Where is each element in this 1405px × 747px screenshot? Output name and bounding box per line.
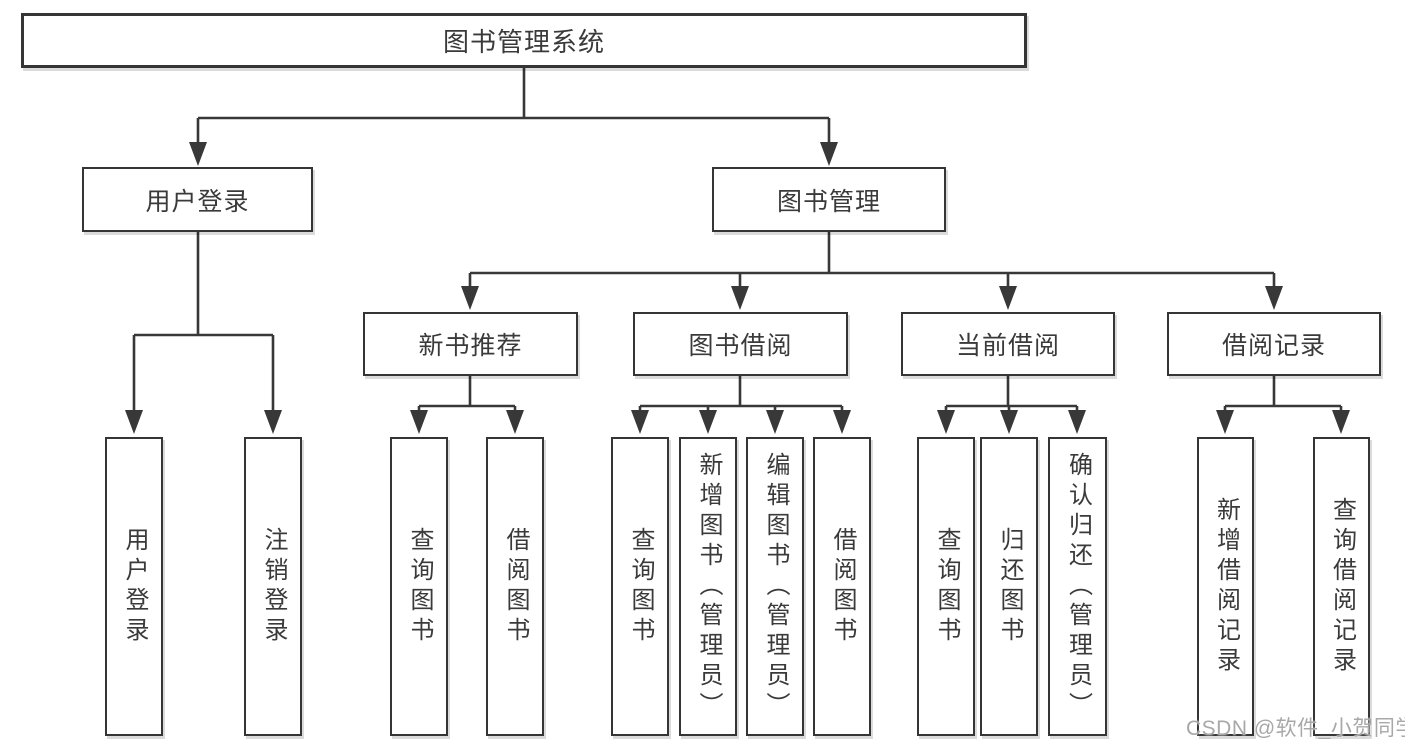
leaf-logout: 注销登录	[244, 437, 302, 736]
leaf-query-book: 查询图书	[390, 437, 448, 736]
node-book-borrowing: 图书借阅	[633, 312, 848, 376]
node-borrowing-records: 借阅记录	[1167, 312, 1381, 376]
leaf-borrow-book: 借阅图书	[486, 437, 544, 736]
leaf-add-book-admin: 新增图书（管理员）	[679, 437, 737, 736]
leaf-query-book: 查询图书	[917, 437, 975, 736]
arrowheads	[125, 142, 1350, 434]
watermark-text: CSDN @软件_小贺同学	[1186, 717, 1405, 740]
leaf-confirm-return-admin: 确认归还（管理员）	[1048, 437, 1107, 736]
node-new-book-recommend: 新书推荐	[363, 312, 578, 376]
leaf-borrow-book: 借阅图书	[813, 437, 871, 736]
leaf-query-book: 查询图书	[611, 437, 669, 736]
leaf-user-login: 用户登录	[105, 437, 163, 736]
node-user-login: 用户登录	[82, 167, 313, 232]
node-book-management: 图书管理	[712, 167, 946, 232]
leaf-query-borrow-record: 查询借阅记录	[1313, 437, 1370, 736]
node-current-borrowing: 当前借阅	[901, 312, 1115, 376]
leaf-edit-book-admin: 编辑图书（管理员）	[746, 437, 804, 736]
leaf-return-book: 归还图书	[980, 437, 1038, 736]
node-root-system: 图书管理系统	[21, 13, 1027, 68]
leaf-add-borrow-record: 新增借阅记录	[1197, 437, 1254, 736]
